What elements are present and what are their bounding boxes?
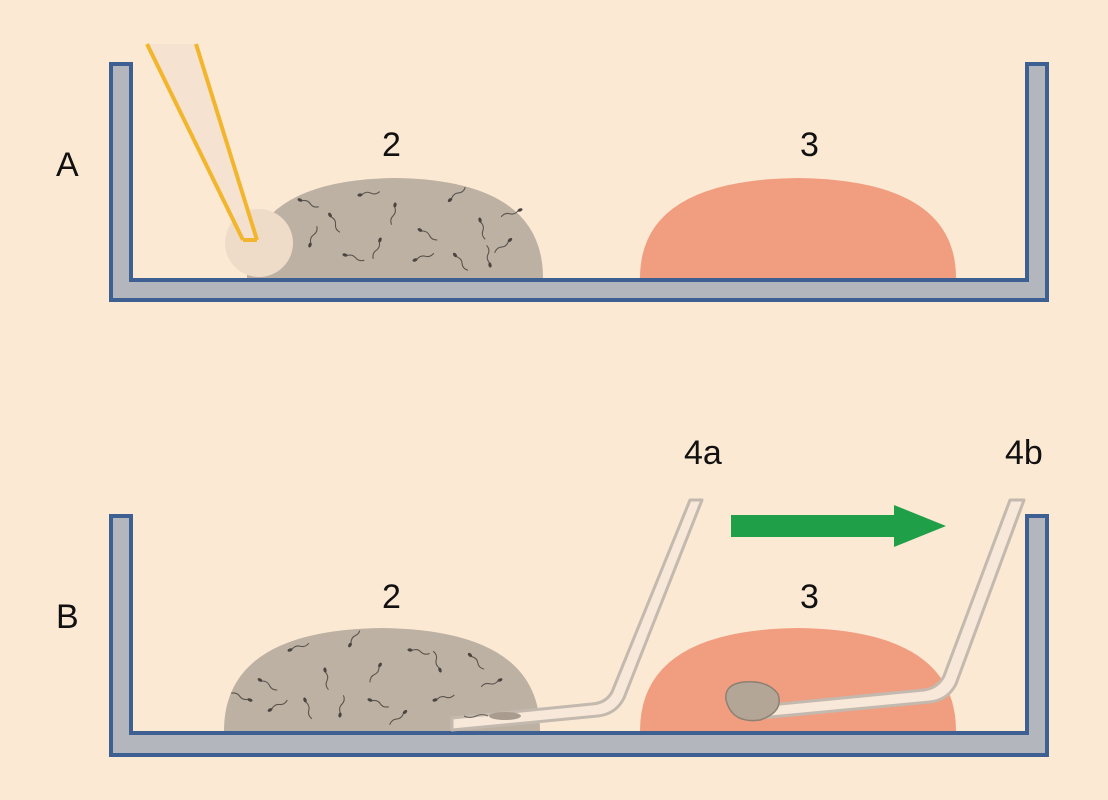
droplet-2-label-a: 2 xyxy=(382,126,401,164)
right-arrow-icon xyxy=(731,505,946,547)
medium-droplet-a xyxy=(640,178,956,278)
transfer-pipette-icon xyxy=(450,498,704,732)
panel-b-label: B xyxy=(56,598,79,636)
sperm-cluster xyxy=(725,681,780,722)
droplet-3-label-a: 3 xyxy=(800,126,819,164)
droplet-2-label-b: 2 xyxy=(382,578,401,616)
panel-b: B 2 xyxy=(56,434,1049,757)
culture-dish-b xyxy=(109,514,1049,757)
panel-a-label: A xyxy=(56,146,79,184)
transfer-pipette-4b-icon xyxy=(725,498,1026,722)
pipette-4a-label: 4a xyxy=(684,434,722,472)
pipette-4b-label: 4b xyxy=(1005,434,1043,472)
droplet-3-label-b: 3 xyxy=(800,578,819,616)
sperm-droplet-a xyxy=(247,178,543,278)
injection-needle-icon xyxy=(145,43,259,242)
sperm-droplet-b xyxy=(224,628,540,731)
culture-dish-a xyxy=(109,62,1049,302)
panel-a: A xyxy=(56,43,1049,302)
